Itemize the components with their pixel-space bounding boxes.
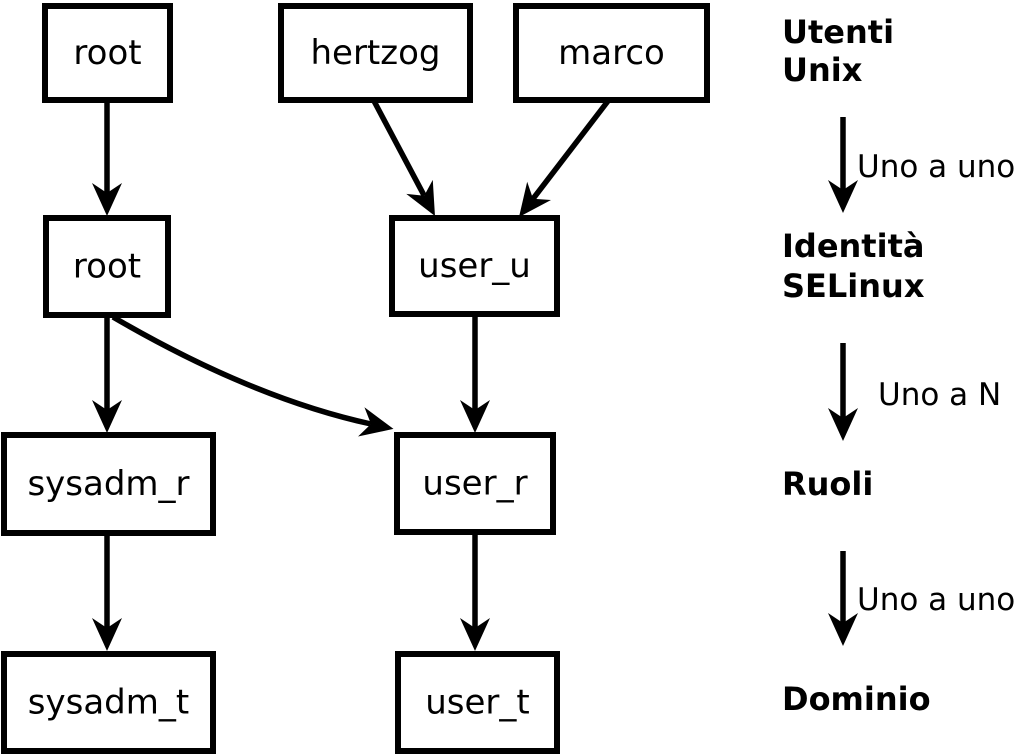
legend-relation-uno-a-uno-1: Uno a uno xyxy=(857,149,1015,185)
edge-selinuxroot-to-userr-arrow xyxy=(111,314,394,437)
node-unix-root-label: root xyxy=(73,33,141,73)
node-selinux-user-u: user_u xyxy=(389,215,560,317)
node-role-user-r-box xyxy=(394,432,556,535)
edge-marco-to-useru-arrow xyxy=(519,99,611,218)
node-role-sysadm-r: sysadm_r xyxy=(1,432,216,536)
node-domain-user-t-box xyxy=(395,651,560,754)
node-role-sysadm-r-label: sysadm_r xyxy=(27,464,189,504)
edge-hertzog-to-useru-arrow xyxy=(371,99,435,217)
node-role-user-r-label: user_r xyxy=(422,464,527,504)
node-selinux-user-u-label: user_u xyxy=(418,246,531,286)
node-role-user-r: user_r xyxy=(394,432,556,535)
node-unix-root-box xyxy=(42,3,173,103)
legend-relation-uno-a-uno-2: Uno a uno xyxy=(857,582,1015,618)
diagram-nodes: root hertzog marco root user_u sysadm_r xyxy=(1,3,710,754)
node-unix-hertzog-label: hertzog xyxy=(310,33,440,73)
node-selinux-root-box xyxy=(43,215,171,318)
legend-relation-uno-a-n: Uno a N xyxy=(878,377,1001,413)
node-domain-user-t-label: user_t xyxy=(425,683,530,723)
legend-level-utenti-line1: Utenti xyxy=(782,13,894,51)
node-role-sysadm-r-box xyxy=(1,432,216,536)
node-unix-hertzog-box xyxy=(278,3,473,103)
node-unix-hertzog: hertzog xyxy=(278,3,473,103)
node-unix-marco: marco xyxy=(513,3,710,103)
node-selinux-root-label: root xyxy=(73,247,141,287)
node-selinux-user-u-box xyxy=(389,215,560,317)
node-domain-user-t: user_t xyxy=(395,651,560,754)
legend-level-ruoli: Ruoli xyxy=(782,465,873,503)
legend-level-identita-line2: SELinux xyxy=(782,267,925,305)
node-selinux-root: root xyxy=(43,215,171,318)
legend-level-dominio: Dominio xyxy=(782,680,931,718)
node-unix-marco-box xyxy=(513,3,710,103)
legend-level-identita-line1: Identità xyxy=(782,227,924,265)
node-unix-marco-label: marco xyxy=(558,33,665,73)
node-unix-root: root xyxy=(42,3,173,103)
node-domain-sysadm-t: sysadm_t xyxy=(1,651,216,754)
legend-labels: Utenti Unix Uno a uno Identità SELinux U… xyxy=(782,13,1015,718)
legend-level-utenti-line2: Unix xyxy=(782,51,863,89)
diagram-edges xyxy=(92,99,611,651)
node-domain-sysadm-t-box xyxy=(1,651,216,754)
node-domain-sysadm-t-label: sysadm_t xyxy=(28,683,189,723)
